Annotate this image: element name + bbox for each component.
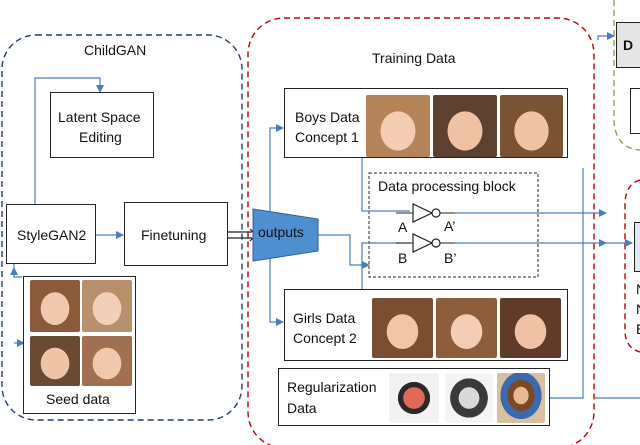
boys-face-2 xyxy=(433,95,497,157)
gate-output-b: B’ xyxy=(444,250,457,266)
right-letter-1: N xyxy=(636,281,640,298)
boys-data-box: Boys Data Concept 1 xyxy=(284,88,568,158)
training-title: Training Data xyxy=(372,50,456,66)
girls-face-3 xyxy=(500,298,561,358)
arrow-to-top-right xyxy=(597,32,615,40)
seed-face-1 xyxy=(30,280,80,332)
right-mid-box xyxy=(634,222,640,272)
girls-label-1: Girls Data xyxy=(293,310,356,326)
reg-image-2 xyxy=(445,373,493,423)
reg-image-3 xyxy=(497,373,545,423)
stylegan-label: StyleGAN2 xyxy=(17,227,87,243)
stylegan-box: StyleGAN2 xyxy=(6,204,96,264)
right-top-box: D xyxy=(616,22,640,68)
processing-title: Data processing block xyxy=(378,178,516,194)
not-gate-a xyxy=(396,203,455,223)
seed-face-4 xyxy=(82,336,132,386)
seed-data-label: Seed data xyxy=(46,391,110,407)
arrow-stylegan-to-latent xyxy=(34,77,104,204)
reg-image-1 xyxy=(389,373,439,423)
girls-face-2 xyxy=(436,298,497,358)
girls-face-1 xyxy=(372,298,433,358)
arrow-outputs-to-boys xyxy=(269,124,284,212)
right-letter-2: N xyxy=(636,301,640,318)
boys-face-3 xyxy=(500,95,563,157)
right-red-group-border xyxy=(624,179,640,353)
seed-face-2 xyxy=(82,280,132,332)
finetuning-label: Finetuning xyxy=(141,227,207,243)
childgan-group-border xyxy=(1,34,243,421)
childgan-title: ChildGAN xyxy=(84,42,147,58)
right-top-box-2 xyxy=(630,88,640,134)
arrow-outputs-to-processing xyxy=(318,234,370,269)
processing-block-border xyxy=(368,172,539,278)
latent-space-label-2: Editing xyxy=(79,129,122,145)
latent-space-label-1: Latent Space xyxy=(58,109,141,125)
boys-label-1: Boys Data xyxy=(295,109,360,125)
gate-input-b: B xyxy=(398,250,408,266)
arrow-outputs-to-girls xyxy=(269,258,284,326)
gate-output-a: A’ xyxy=(444,218,456,234)
regularization-box: Regularization Data xyxy=(278,368,550,426)
reg-label-1: Regularization xyxy=(287,379,377,395)
outputs-label: outputs xyxy=(258,224,304,240)
latent-space-box: Latent Space Editing xyxy=(50,92,154,158)
girls-data-box: Girls Data Concept 2 xyxy=(284,289,568,361)
reg-label-2: Data xyxy=(287,400,317,416)
finetuning-box: Finetuning xyxy=(124,202,228,266)
right-letter-3: E xyxy=(636,321,640,338)
gate-input-a: A xyxy=(398,219,408,235)
training-group-border xyxy=(247,17,595,445)
boys-label-2: Concept 1 xyxy=(295,129,359,145)
seed-data-box: Seed data xyxy=(23,276,136,414)
seed-face-3 xyxy=(30,336,80,386)
right-top-letter: D xyxy=(623,37,634,53)
outputs-shape xyxy=(252,208,319,262)
not-gate-b xyxy=(396,233,455,253)
boys-face-1 xyxy=(366,95,430,157)
girls-label-2: Concept 2 xyxy=(293,330,357,346)
